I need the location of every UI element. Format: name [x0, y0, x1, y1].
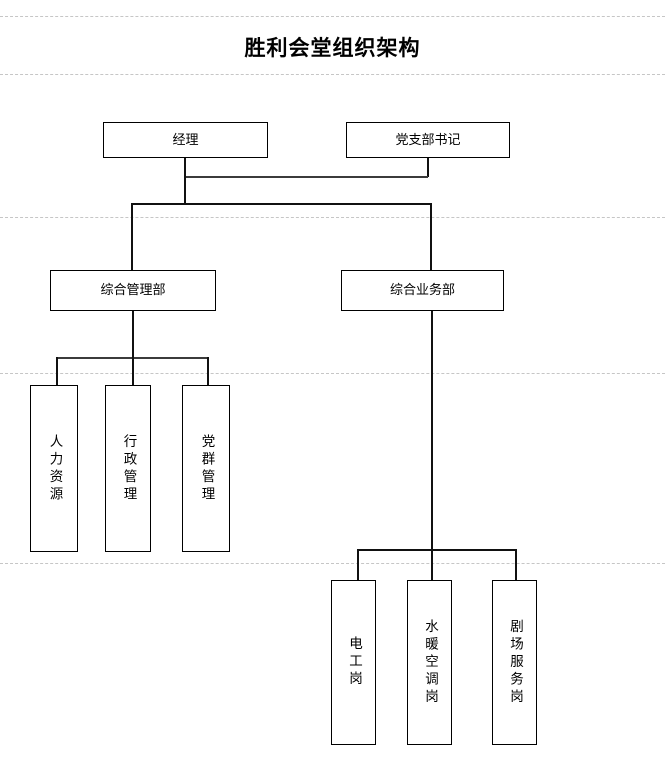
- connector-leaders-join: [184, 176, 428, 178]
- node-theater-service-label: 剧场服务岗: [507, 618, 523, 707]
- node-admin-dept[interactable]: 综合管理部: [50, 270, 216, 311]
- node-manager-label: 经理: [172, 131, 199, 147]
- node-party[interactable]: 党群管理: [182, 385, 230, 552]
- connector-admin-dept-drop: [131, 203, 133, 271]
- page-title: 胜利会堂组织架构: [244, 36, 421, 60]
- node-party-secretary[interactable]: 党支部书记: [346, 122, 510, 158]
- node-admin[interactable]: 行政管理: [105, 385, 151, 552]
- node-hvac-label: 水暖空调岗: [422, 618, 438, 707]
- page-guide-5: [0, 563, 665, 564]
- node-ops-dept[interactable]: 综合业务部: [341, 270, 504, 311]
- node-hvac[interactable]: 水暖空调岗: [407, 580, 452, 745]
- node-admin-dept-label: 综合管理部: [100, 282, 166, 298]
- node-manager[interactable]: 经理: [103, 122, 268, 158]
- connector-ops-dept-drop: [430, 203, 432, 271]
- node-hr-label: 人力资源: [47, 433, 63, 504]
- connector-hr-drop: [56, 357, 58, 385]
- node-electrician-label: 电工岗: [346, 636, 362, 689]
- page-guide-2: [0, 74, 665, 75]
- page-guide-1: [0, 16, 665, 17]
- page-guide-3: [0, 217, 665, 218]
- node-electrician[interactable]: 电工岗: [331, 580, 376, 745]
- connector-admin-drop: [132, 357, 134, 385]
- node-hr[interactable]: 人力资源: [30, 385, 78, 552]
- connector-leaders-stem: [184, 176, 186, 204]
- connector-party-drop: [207, 357, 209, 385]
- page-guide-4: [0, 373, 665, 374]
- connector-ops-dept-stem: [431, 310, 433, 550]
- node-theater-service[interactable]: 剧场服务岗: [492, 580, 537, 745]
- connector-electric-drop: [357, 549, 359, 580]
- node-admin-label: 行政管理: [121, 433, 137, 504]
- connector-admin-dept-stem: [132, 310, 134, 358]
- node-party-secretary-label: 党支部书记: [395, 131, 461, 147]
- node-party-label: 党群管理: [199, 433, 215, 504]
- connector-ops-children-bar: [357, 549, 517, 551]
- connector-level2-bar: [131, 203, 431, 205]
- node-ops-dept-label: 综合业务部: [389, 282, 455, 298]
- connector-hvac-drop: [431, 549, 433, 580]
- connector-manager-drop: [184, 157, 186, 177]
- connector-theater-drop: [515, 549, 517, 580]
- connector-secretary-drop: [427, 157, 429, 177]
